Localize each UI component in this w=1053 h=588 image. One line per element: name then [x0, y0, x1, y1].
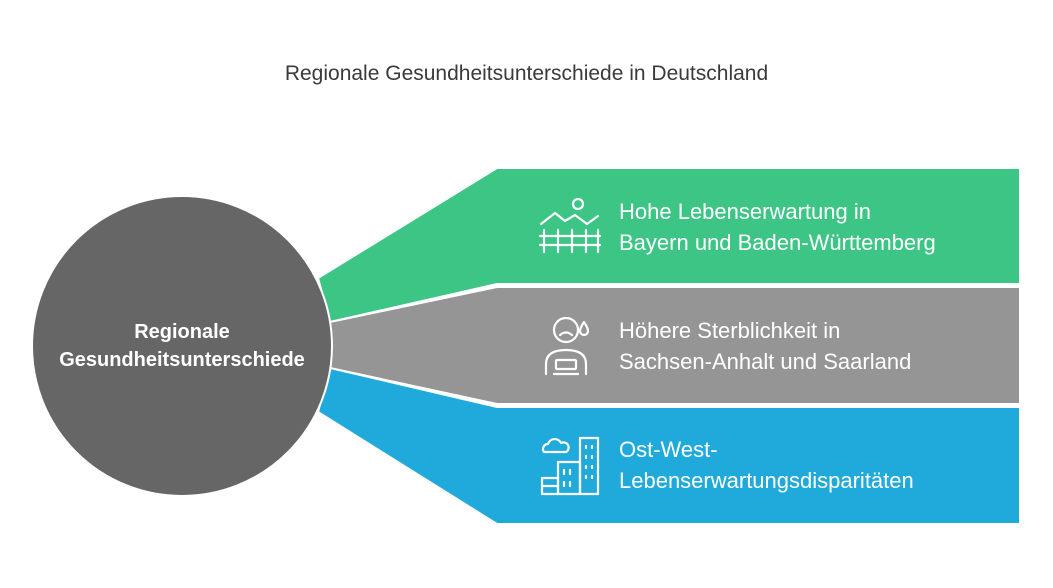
center-circle — [31, 195, 333, 497]
center-label: Regionale Gesundheitsunterschiede — [30, 318, 334, 374]
branch-3-line1: Ost-West- — [619, 437, 718, 462]
branch-text-bayern: Hohe Lebenserwartung in Bayern und Baden… — [619, 196, 1019, 258]
landscape-fence-icon — [538, 197, 602, 254]
branch-text-sachsen: Höhere Sterblichkeit in Sachsen-Anhalt u… — [619, 315, 1019, 377]
branch-3-line2: Lebenserwartungsdisparitäten — [619, 468, 914, 493]
branch-2-line1: Höhere Sterblichkeit in — [619, 318, 841, 343]
branch-shape-blue — [316, 366, 1021, 525]
page-title: Regionale Gesundheitsunterschiede in Deu… — [284, 62, 769, 85]
branch-text-ost-west: Ost-West- Lebenserwartungsdisparitäten — [619, 434, 1019, 496]
branch-1-line1: Hohe Lebenserwartung in — [619, 199, 871, 224]
sad-person-icon — [544, 316, 590, 376]
city-buildings-icon — [540, 436, 600, 496]
branch-1-line2: Bayern und Baden-Württemberg — [619, 230, 936, 255]
branch-2-line2: Sachsen-Anhalt und Saarland — [619, 349, 912, 374]
center-label-line1: Regionale — [134, 321, 230, 343]
center-label-line2: Gesundheitsunterschiede — [59, 349, 305, 371]
branch-shape-green — [316, 167, 1021, 324]
